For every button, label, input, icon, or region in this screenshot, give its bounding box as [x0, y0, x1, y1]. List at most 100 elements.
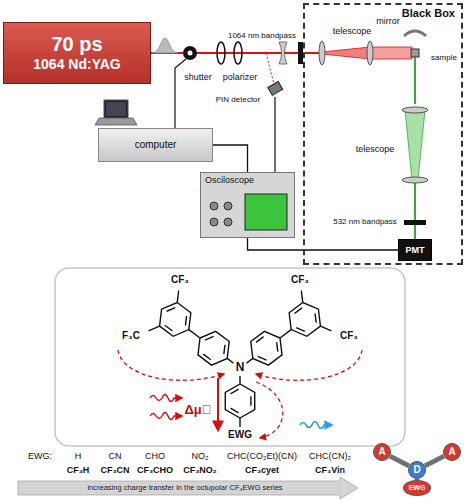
control-knob — [224, 218, 232, 226]
donor-circle: D — [408, 461, 426, 479]
green-beam — [414, 57, 416, 104]
sample-cell — [411, 49, 419, 57]
laser-source-box: 70 ps1064 Nd:YAG — [3, 22, 151, 84]
bond-line — [425, 456, 444, 466]
chemical-bond — [239, 376, 240, 384]
node-text: 70 ps — [51, 33, 102, 56]
compound-name: CF₃Vin — [315, 466, 345, 476]
bond-line — [390, 456, 409, 466]
compound-name: CF₃H — [67, 466, 90, 476]
substituent-label: F₃C — [122, 330, 140, 341]
part-label: shutter — [184, 73, 212, 83]
shutter-symbol — [183, 46, 197, 60]
trend-note: increasing charge transfer in the octupo… — [87, 484, 282, 492]
part-label: 1064 nm bandpass — [228, 32, 296, 41]
pin-detector-symbol — [266, 53, 274, 84]
chemical-bond — [246, 358, 252, 363]
benzene-ring — [198, 331, 229, 365]
signal-cable — [213, 145, 248, 172]
dipole-label: Δμ⃗ — [184, 403, 211, 417]
chemical-bond — [294, 308, 302, 314]
control-wire — [175, 59, 186, 128]
acceptor-circle: A — [373, 443, 391, 461]
laptop-icon — [104, 100, 128, 118]
chemical-bond — [301, 291, 302, 303]
substituent-label: CF₃ — [340, 330, 358, 341]
telescope-lens — [367, 41, 373, 65]
chemical-bond — [227, 358, 233, 363]
table-cell: CHC(CO₂Et)(CN) — [227, 452, 297, 462]
part-label: telescope — [356, 145, 395, 155]
chemical-bond — [258, 356, 267, 360]
pin-detector-symbol — [268, 82, 283, 96]
laptop-icon — [95, 100, 137, 125]
laptop-icon — [95, 118, 137, 125]
part-label: telescope — [333, 27, 372, 37]
control-knob — [224, 202, 232, 210]
shutter-symbol — [188, 51, 193, 56]
benzene-ring — [251, 331, 282, 365]
substituent-label: CF₃ — [171, 274, 189, 285]
black-box-enclosure: Black BoxPMT — [303, 3, 463, 265]
excitation-pulse — [150, 395, 182, 420]
substituent-label: EWG — [228, 429, 252, 440]
pulse-shape — [152, 38, 178, 53]
chemical-bond — [296, 328, 305, 332]
pmt-detector: PMT — [398, 239, 432, 261]
chemical-bond — [320, 326, 331, 331]
compound-name: CF₃CHO — [137, 466, 173, 476]
compound-name: CF₃cyet — [245, 466, 279, 476]
signal-cable — [248, 238, 399, 250]
chemical-bond — [167, 308, 176, 312]
excitation-pulse — [150, 395, 182, 402]
table-cell: CHO — [145, 452, 165, 462]
part-label: mirror — [376, 17, 400, 27]
compound-name: CF₃NO₂ — [183, 466, 217, 476]
telescope-lens — [319, 41, 373, 65]
part-label: sample — [431, 54, 457, 63]
part-label: 532 nm bandpass — [333, 218, 397, 227]
control-knob — [210, 218, 218, 226]
chemical-bond — [315, 313, 316, 322]
chemical-bond — [205, 336, 214, 340]
trend-arrow — [18, 477, 358, 499]
node-text: PMT — [406, 245, 425, 255]
telescope-lens — [319, 41, 325, 65]
telescope-lens — [402, 107, 428, 113]
chemical-bond — [230, 408, 238, 413]
oscilloscope-box: Osciloscope — [200, 172, 295, 238]
oscilloscope-body — [200, 172, 295, 238]
part-label: polarizer — [223, 73, 258, 83]
excitation-pulse — [150, 413, 182, 420]
charge-transfer-path — [118, 350, 224, 380]
pin-detector-symbol — [266, 53, 283, 95]
chemical-bond — [224, 345, 225, 354]
chemical-bond — [149, 326, 160, 331]
chemical-bond — [165, 325, 173, 331]
chemical-bond — [280, 330, 291, 338]
green-beam — [405, 57, 425, 239]
node-text: computer — [135, 139, 177, 151]
benzene-ring — [160, 303, 191, 337]
laptop-icon — [106, 102, 126, 116]
charge-transfer-path — [256, 382, 283, 438]
node-text: EWG — [409, 484, 426, 492]
chemical-bond — [250, 396, 251, 405]
control-knob — [210, 202, 218, 210]
telescope-lens — [402, 107, 428, 183]
computer-box: computer — [98, 128, 213, 162]
laser-beam — [322, 47, 370, 59]
benzene-ring — [289, 303, 320, 337]
table-cell: EWG: — [28, 452, 52, 462]
chemical-bond — [203, 354, 211, 360]
acceptor-circle: A — [443, 443, 461, 461]
chemical-bond — [177, 291, 178, 303]
chemical-bond — [189, 330, 200, 338]
atom-label: N — [236, 361, 245, 374]
emission-pulse — [300, 422, 332, 429]
chemical-bond — [239, 418, 240, 427]
benzene-ring — [225, 384, 254, 418]
chemical-bond — [185, 316, 186, 325]
chemical-bond — [277, 342, 278, 351]
green-beam — [405, 110, 425, 180]
